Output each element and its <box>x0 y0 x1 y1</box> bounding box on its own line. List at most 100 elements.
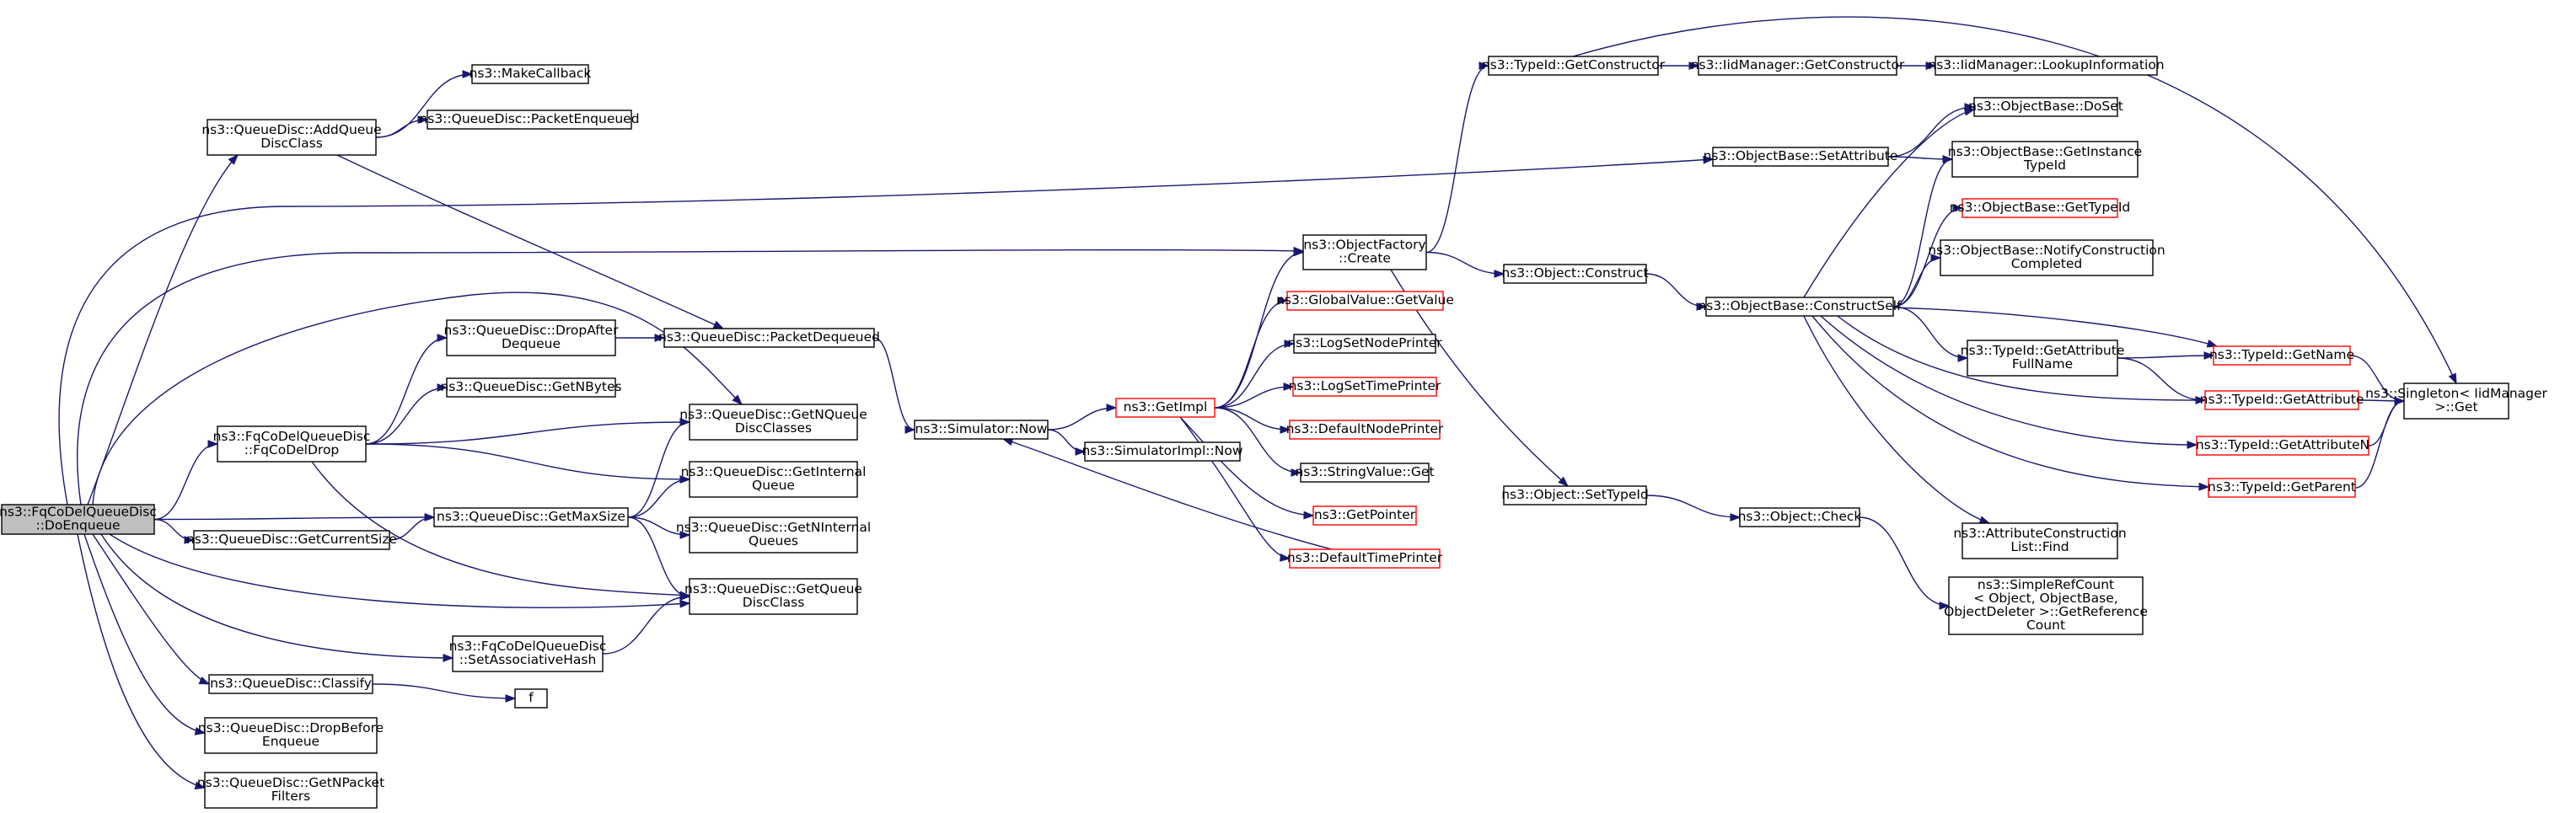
node-box[interactable] <box>689 404 858 441</box>
function-node[interactable]: ns3::IidManager::LookupInformation <box>1928 56 2165 76</box>
function-node[interactable]: ns3::DefaultTimePrinter <box>1287 548 1443 569</box>
function-node[interactable]: ns3::ObjectBase::ConstructSelf <box>1698 297 1902 317</box>
node-box[interactable] <box>1300 463 1430 483</box>
node-box[interactable] <box>1962 198 2118 218</box>
node-box[interactable] <box>1292 377 1437 397</box>
function-node[interactable]: ns3::FqCoDelQueueDisc::FqCoDelDrop <box>213 425 371 463</box>
node-box[interactable] <box>446 319 616 356</box>
function-node[interactable]: ns3::Simulator::Now <box>914 420 1049 440</box>
function-node[interactable]: ns3::IidManager::GetConstructor <box>1691 56 1905 76</box>
node-box[interactable] <box>1302 234 1427 270</box>
function-node[interactable]: ns3::TypeId::GetAttribute <box>2200 390 2364 410</box>
node-box[interactable] <box>1289 548 1441 569</box>
function-node[interactable]: ns3::ObjectFactory::Create <box>1302 234 1427 270</box>
node-box[interactable] <box>2208 478 2356 498</box>
node-box[interactable] <box>1293 334 1436 354</box>
node-box[interactable] <box>1503 485 1647 505</box>
function-node[interactable]: ns3::QueueDisc::Classify <box>208 674 373 694</box>
function-node[interactable]: ns3::ObjectBase::DoSet <box>1968 97 2123 117</box>
node-box[interactable] <box>1973 97 2118 117</box>
node-box[interactable] <box>1 504 155 535</box>
node-box[interactable] <box>1084 441 1241 462</box>
function-node[interactable]: ns3::QueueDisc::GetCurrentSize <box>186 530 397 550</box>
function-node[interactable]: ns3::SimpleRefCount< Object, ObjectBase,… <box>1944 576 2148 635</box>
node-box[interactable] <box>1286 291 1444 311</box>
node-box[interactable] <box>1312 505 1417 526</box>
node-box[interactable] <box>1962 522 2118 559</box>
node-box[interactable] <box>2196 436 2369 456</box>
function-node[interactable]: ns3::GetPointer <box>1312 505 1417 526</box>
node-box[interactable] <box>2204 390 2359 410</box>
function-node[interactable]: ns3::GetImpl <box>1115 398 1216 418</box>
function-node[interactable]: ns3::ObjectBase::NotifyConstructionCompl… <box>1928 239 2165 276</box>
node-box[interactable] <box>1951 141 2139 178</box>
node-box[interactable] <box>1967 340 2118 377</box>
function-node[interactable]: ns3::TypeId::GetAttributeN <box>2196 436 2369 456</box>
function-node[interactable]: ns3::SimulatorImpl::Now <box>1081 441 1243 462</box>
function-node[interactable]: ns3::ObjectBase::GetTypeId <box>1950 198 2131 218</box>
node-box[interactable] <box>1289 420 1441 440</box>
function-node[interactable]: ns3::QueueDisc::GetNBytes <box>440 377 622 398</box>
function-node[interactable]: ns3::FqCoDelQueueDisc::SetAssociativeHas… <box>449 635 607 672</box>
node-box[interactable] <box>1705 297 1894 317</box>
node-box[interactable] <box>2403 382 2509 420</box>
node-box[interactable] <box>689 461 858 498</box>
function-node[interactable]: ns3::MakeCallback <box>470 64 592 84</box>
node-box[interactable] <box>1948 576 2144 635</box>
node-box[interactable] <box>217 425 367 463</box>
function-node[interactable]: ns3::LogSetNodePrinter <box>1287 334 1442 354</box>
node-box[interactable] <box>427 110 632 130</box>
function-node[interactable]: ns3::ObjectBase::SetAttribute <box>1704 147 1898 167</box>
node-box[interactable] <box>1698 56 1897 76</box>
node-box[interactable] <box>1488 56 1659 76</box>
node-box[interactable] <box>433 507 629 527</box>
function-node[interactable]: ns3::TypeId::GetConstructor <box>1482 56 1666 76</box>
node-box[interactable] <box>1503 264 1647 284</box>
node-box[interactable] <box>1935 56 2158 76</box>
node-box[interactable] <box>1115 398 1216 418</box>
node-box[interactable] <box>452 635 604 672</box>
node-box[interactable] <box>204 772 378 809</box>
function-node[interactable]: ns3::TypeId::GetName <box>2209 345 2354 366</box>
node-box[interactable] <box>471 64 589 84</box>
node-box[interactable] <box>2213 345 2351 366</box>
function-node[interactable]: ns3::Object::Check <box>1738 507 1862 527</box>
node-box[interactable] <box>204 717 378 754</box>
function-node[interactable]: ns3::QueueDisc::PacketDequeued <box>658 328 880 348</box>
function-node[interactable]: ns3::QueueDisc::GetMaxSize <box>433 507 629 527</box>
function-node[interactable]: ns3::StringValue::Get <box>1295 463 1435 483</box>
node-box[interactable] <box>689 516 858 554</box>
node-box[interactable] <box>914 420 1049 440</box>
function-node[interactable]: ns3::Singleton< IidManager>::Get <box>2365 382 2548 420</box>
node-box[interactable] <box>208 674 373 694</box>
function-node[interactable]: ns3::Object::SetTypeId <box>1501 485 1649 505</box>
function-node[interactable]: ns3::LogSetTimePrinter <box>1289 377 1441 397</box>
function-node[interactable]: ns3::GlobalValue::GetValue <box>1276 291 1454 311</box>
node-box[interactable] <box>446 377 616 398</box>
function-node[interactable]: ns3::TypeId::GetParent <box>2208 478 2356 498</box>
node-box[interactable] <box>1940 239 2154 276</box>
function-node[interactable]: ns3::Object::Construct <box>1501 264 1649 284</box>
node-box[interactable] <box>689 578 858 615</box>
function-node[interactable]: ns3::QueueDisc::PacketEnqueued <box>419 110 640 130</box>
node-box[interactable] <box>663 328 875 348</box>
function-node[interactable]: ns3::DefaultNodePrinter <box>1286 420 1444 440</box>
node-box[interactable] <box>193 530 390 550</box>
node-box[interactable] <box>1739 507 1860 527</box>
root-function-node[interactable]: ns3::FqCoDelQueueDisc::DoEnqueue <box>0 504 157 535</box>
function-node[interactable]: f <box>514 688 548 709</box>
node-box[interactable] <box>207 119 377 156</box>
node-box[interactable] <box>1712 147 1889 167</box>
node-box[interactable] <box>514 688 548 709</box>
